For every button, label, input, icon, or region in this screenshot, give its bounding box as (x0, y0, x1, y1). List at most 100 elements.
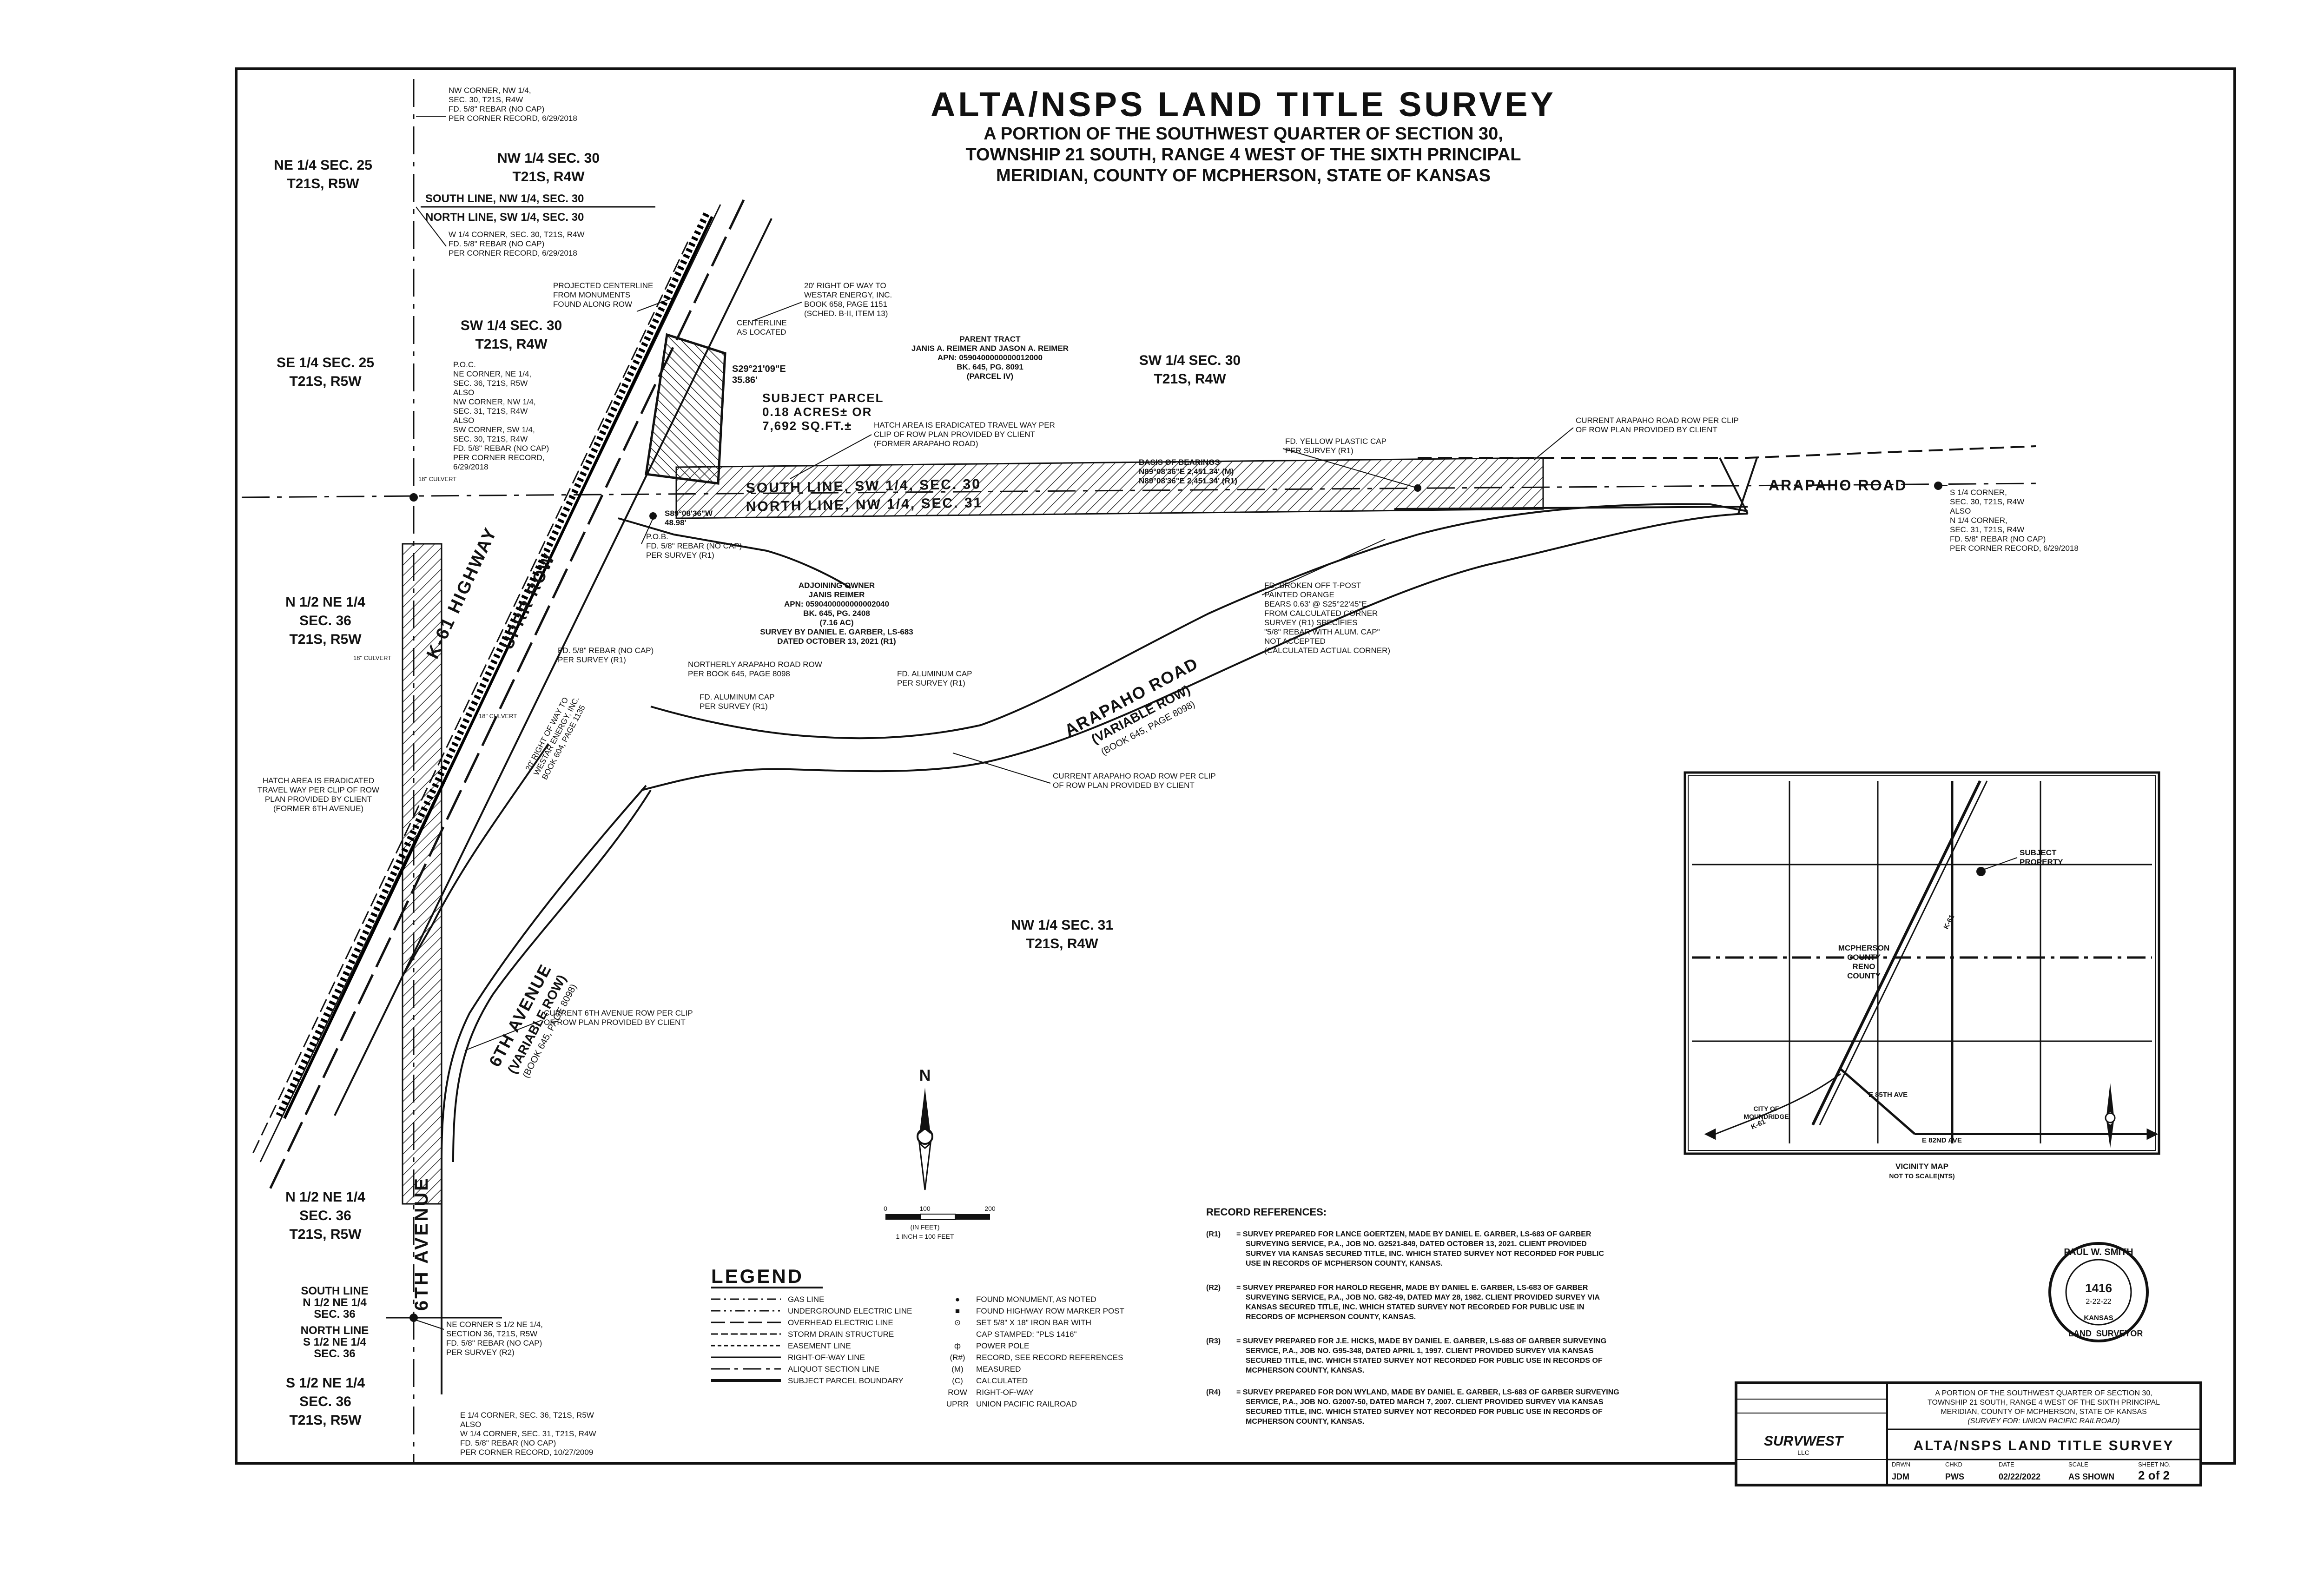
label-south-line-36-3: SEC. 36 (314, 1308, 355, 1321)
note-tpost-2: PAINTED ORANGE (1264, 590, 1334, 599)
record-r3-2: SERVICE, P.A., JOB NO. G95-348, DATED AP… (1246, 1347, 1594, 1355)
note-adjoining-5: (7.16 AC) (819, 618, 853, 627)
svg-text:= SURVEY PREPARED FOR J.E. HIC: = SURVEY PREPARED FOR J.E. HICKS, MADE B… (1236, 1337, 1606, 1374)
vicinity-subject-1: SUBJECT (2020, 848, 2057, 857)
record-references: RECORD REFERENCES: (R1) = SURVEY PREPARE… (1206, 1206, 1619, 1426)
title-block-desc-1: A PORTION OF THE SOUTHWEST QUARTER OF SE… (1935, 1389, 2152, 1397)
note-s-quarter-3: ALSO (1950, 507, 1971, 515)
record-r2-1: = SURVEY PREPARED FOR HAROLD REGEHR, MAD… (1236, 1284, 1588, 1292)
title-block-cell-0: JDM (1892, 1472, 1909, 1481)
note-basis-3: N89°08'36"E 2,451.34' (R1) (1139, 476, 1237, 485)
label-n-ne-sec36-upper-2: SEC. 36 (299, 613, 351, 628)
label-s-ne-sec36-1: S 1/2 NE 1/4 (286, 1375, 365, 1391)
label-sixth-ave-vertical: 6TH AVENUE (411, 1176, 432, 1311)
title-block-cell-3: AS SHOWN (2068, 1472, 2114, 1481)
note-tpost-3: BEARS 0.63' @ S25°22'45"E (1264, 600, 1367, 608)
legend-found-monument: FOUND MONUMENT, AS NOTED (976, 1295, 1096, 1304)
note-s-quarter-7: PER CORNER RECORD, 6/29/2018 (1950, 544, 2079, 553)
note-hatch-arapaho-1: HATCH AREA IS ERADICATED TRAVEL WAY PER (874, 421, 1055, 429)
vicinity-caption-1: VICINITY MAP (1895, 1162, 1948, 1171)
note-bearing-subject-1: S29°21'09"E (732, 364, 786, 374)
label-north-line-sw30: NORTH LINE, SW 1/4, SEC. 30 (425, 211, 584, 224)
title-block-head-3: SCALE (2068, 1461, 2088, 1468)
note-s-quarter-4: N 1/4 CORNER, (1950, 516, 2007, 525)
title-block-desc-4: (SURVEY FOR: UNION PACIFIC RAILROAD) (1967, 1417, 2119, 1425)
vicinity-ave1: E 85TH AVE (1868, 1091, 1908, 1099)
legend-sym-power-pole: ф (954, 1341, 961, 1350)
note-ne-corner-s-4: PER SURVEY (R2) (446, 1348, 515, 1357)
note-poc-9: SEC. 30, T21S, R4W (453, 435, 528, 443)
note-tpost-6: "5/8" REBAR WITH ALUM. CAP" (1264, 627, 1380, 636)
arapaho-hatch-area (675, 457, 1544, 519)
svg-text:= SURVEY PREPARED FOR LANCE GO: = SURVEY PREPARED FOR LANCE GOERTZEN, MA… (1236, 1230, 1604, 1268)
label-north-line-36-2: S 1/2 NE 1/4 (303, 1336, 367, 1348)
note-adjoining-4: BK. 645, PG. 2408 (803, 609, 870, 618)
label-south-line-nw30: SOUTH LINE, NW 1/4, SEC. 30 (425, 192, 584, 205)
note-poc-1: P.O.C. (453, 360, 476, 369)
monument-pob (649, 512, 657, 520)
note-poc-11: PER CORNER RECORD, (453, 453, 544, 462)
record-r4-1: = SURVEY PREPARED FOR DON WYLAND, MADE B… (1236, 1388, 1619, 1396)
legend-record: RECORD, SEE RECORD REFERENCES (976, 1353, 1123, 1362)
vicinity-county1-2: COUNTY (1847, 953, 1881, 962)
vicinity-county2-2: COUNTY (1847, 971, 1881, 980)
note-w-quarter-3: PER CORNER RECORD, 6/29/2018 (449, 249, 577, 258)
vicinity-north-arrow (2105, 1083, 2116, 1148)
note-current-arapaho-bottom-1: CURRENT ARAPAHO ROAD ROW PER CLIP (1053, 772, 1216, 780)
note-nw-corner-1: NW CORNER, NW 1/4, (449, 86, 531, 95)
note-pob-2: FD. 5/8" REBAR (NO CAP) (646, 542, 742, 550)
note-ne-corner-s-2: SECTION 36, T21S, R5W (446, 1329, 537, 1338)
title-block-company: SURVWEST (1764, 1433, 1844, 1449)
note-yellow-cap-1: FD. YELLOW PLASTIC CAP (1285, 437, 1386, 446)
record-r2-3: KANSAS SECURED TITLE, INC. WHICH STATED … (1246, 1303, 1585, 1311)
vicinity-county2-1: RENO (1852, 962, 1875, 971)
svg-text:S89°08'36"W48.98': S89°08'36"W48.98' (665, 509, 713, 527)
note-tpost-1: FD. BROKEN OFF T-POST (1264, 581, 1361, 590)
label-s-ne-sec36-2: SEC. 36 (299, 1394, 351, 1409)
note-bearing-pob-2: 48.98' (665, 518, 687, 527)
note-basis-2: N89°08'36"E 2,451.34' (M) (1139, 467, 1234, 476)
record-r3-id: (R3) (1206, 1337, 1221, 1345)
note-current-arapaho-top-2: OF ROW PLAN PROVIDED BY CLIENT (1576, 425, 1717, 434)
record-r3-3: SECURED TITLE, INC. WHICH STATED SURVEY … (1246, 1357, 1603, 1365)
legend-underground-electric: UNDERGROUND ELECTRIC LINE (788, 1307, 912, 1315)
label-uprr-row: UPRR ROW (497, 550, 559, 652)
label-nw-sec30-1: NW 1/4 SEC. 30 (497, 151, 600, 166)
title-block-desc-3: MERIDIAN, COUNTY OF MCPHERSON, STATE OF … (1941, 1408, 2147, 1416)
leader-lines (416, 116, 1948, 1330)
note-w-quarter-1: W 1/4 CORNER, SEC. 30, T21S, R4W (449, 230, 585, 239)
label-n-ne-sec36-lower-2: SEC. 36 (299, 1208, 351, 1223)
label-se-sec25-2: T21S, R5W (289, 374, 362, 389)
label-arapaho-road: ARAPAHO ROAD (1769, 477, 1908, 494)
record-r1-1: = SURVEY PREPARED FOR LANCE GOERTZEN, MA… (1236, 1230, 1591, 1238)
scale-zero: 0 (884, 1205, 887, 1212)
seal-name: PAUL W. SMITH (2064, 1247, 2133, 1257)
legend-sym-uprr: UPRR (946, 1400, 969, 1408)
note-e-quarter-2: ALSO (460, 1420, 481, 1429)
legend-gas-line: GAS LINE (788, 1295, 824, 1304)
seal-date: 2-22-22 (2086, 1298, 2111, 1306)
legend-measured: MEASURED (976, 1365, 1021, 1374)
note-poc-3: SEC. 36, T21S, R5W (453, 379, 528, 388)
seal-number: 1416 (2085, 1281, 2112, 1295)
note-alum-right-2: PER SURVEY (R1) (897, 679, 965, 687)
label-n-ne-sec36-upper-3: T21S, R5W (289, 632, 362, 647)
note-adjoining-7: DATED OCTOBER 13, 2021 (R1) (777, 637, 896, 646)
title-block-company-sub: LLC (1797, 1449, 1809, 1456)
road-labels: ARAPAHO ROAD ARAPAHO ROAD (VARIABLE ROW)… (411, 477, 1908, 1311)
label-s-ne-sec36-3: T21S, R5W (289, 1413, 362, 1428)
legend-highway-marker: FOUND HIGHWAY ROW MARKER POST (976, 1307, 1124, 1315)
note-nw-corner-4: PER CORNER RECORD, 6/29/2018 (449, 114, 577, 123)
note-poc-5: NW CORNER, NW 1/4, (453, 397, 536, 406)
note-s-quarter-6: FD. 5/8" REBAR (NO CAP) (1950, 535, 2046, 543)
note-current-6th-2: OF ROW PLAN PROVIDED BY CLIENT (544, 1018, 686, 1027)
survey-title: ALTA/NSPS LAND TITLE SURVEY (931, 85, 1556, 124)
section-lines (241, 79, 2036, 1464)
